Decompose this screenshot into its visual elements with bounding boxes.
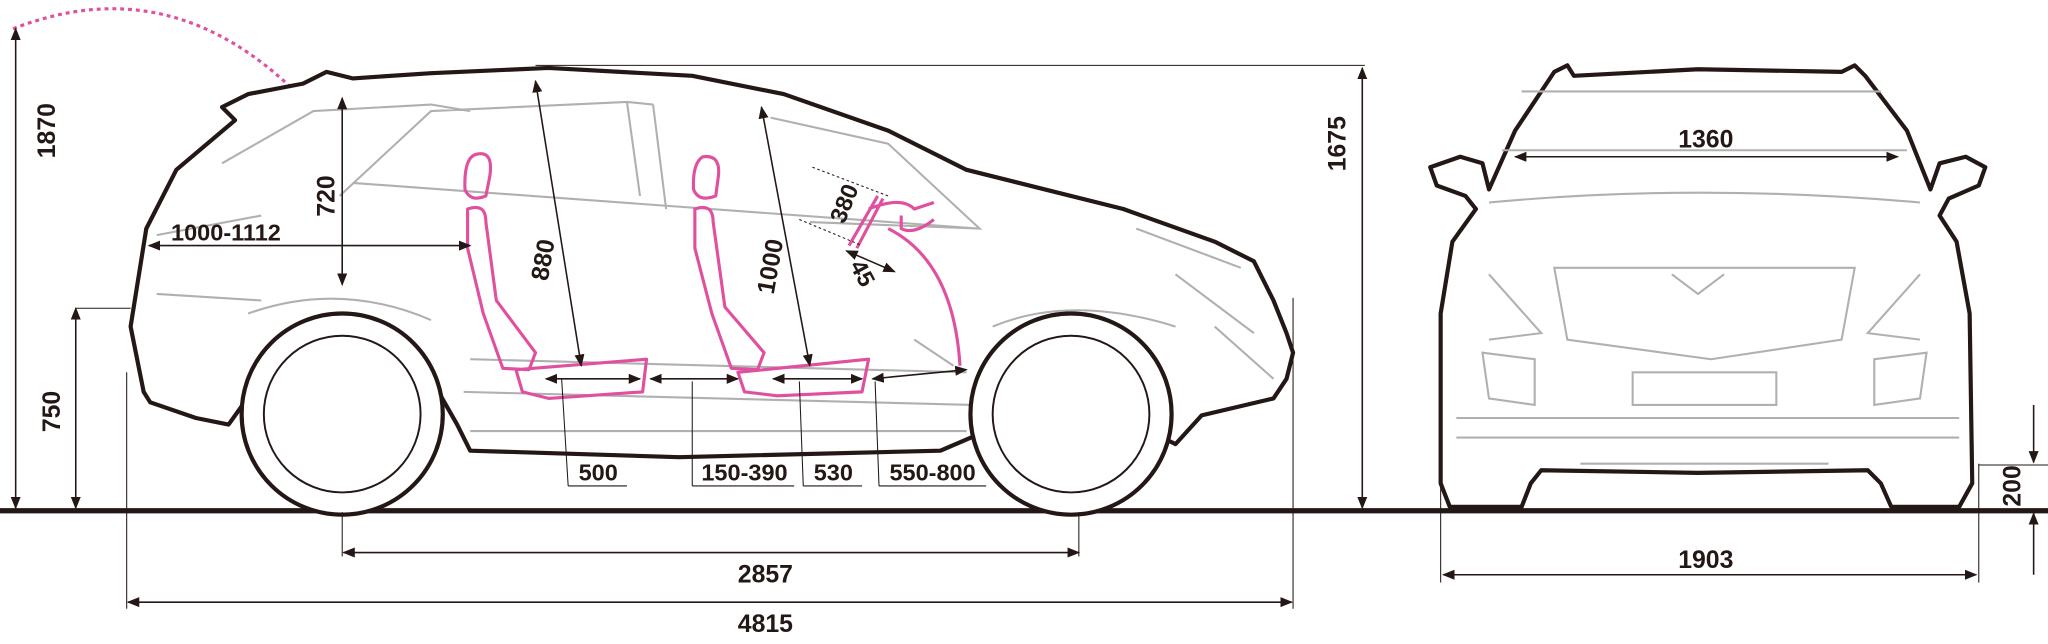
- dim-label-4815: 4815: [738, 611, 793, 638]
- dim-label-720: 720: [313, 175, 340, 216]
- dim-label-2857: 2857: [738, 562, 793, 589]
- rear-wheel: [239, 311, 445, 517]
- front-wheel: [968, 311, 1174, 517]
- tailgate-swing-arc: [12, 7, 299, 96]
- front-seat: [691, 154, 871, 398]
- side-view-car: [128, 65, 1296, 517]
- dim-label-150-390: 150-390: [701, 460, 787, 486]
- dim-label-530: 530: [814, 460, 853, 486]
- rear-seat: [463, 152, 649, 400]
- dim-label-1675: 1675: [1324, 116, 1351, 171]
- steering-wheel: [847, 195, 962, 366]
- dim-label-750: 750: [39, 391, 66, 432]
- dim-label-550-800: 550-800: [889, 460, 975, 486]
- dim-label-1903: 1903: [1678, 547, 1733, 574]
- dimension-lines: [10, 27, 2039, 608]
- front-view-car: [1428, 63, 1988, 509]
- dim-label-1870: 1870: [34, 103, 61, 158]
- dim-label-200: 200: [2000, 465, 2027, 506]
- dim-label-1360: 1360: [1678, 127, 1733, 154]
- dim-label-500: 500: [579, 460, 618, 486]
- dim-label-1000-1112: 1000-1112: [171, 219, 281, 245]
- extension-lines: [75, 64, 2048, 609]
